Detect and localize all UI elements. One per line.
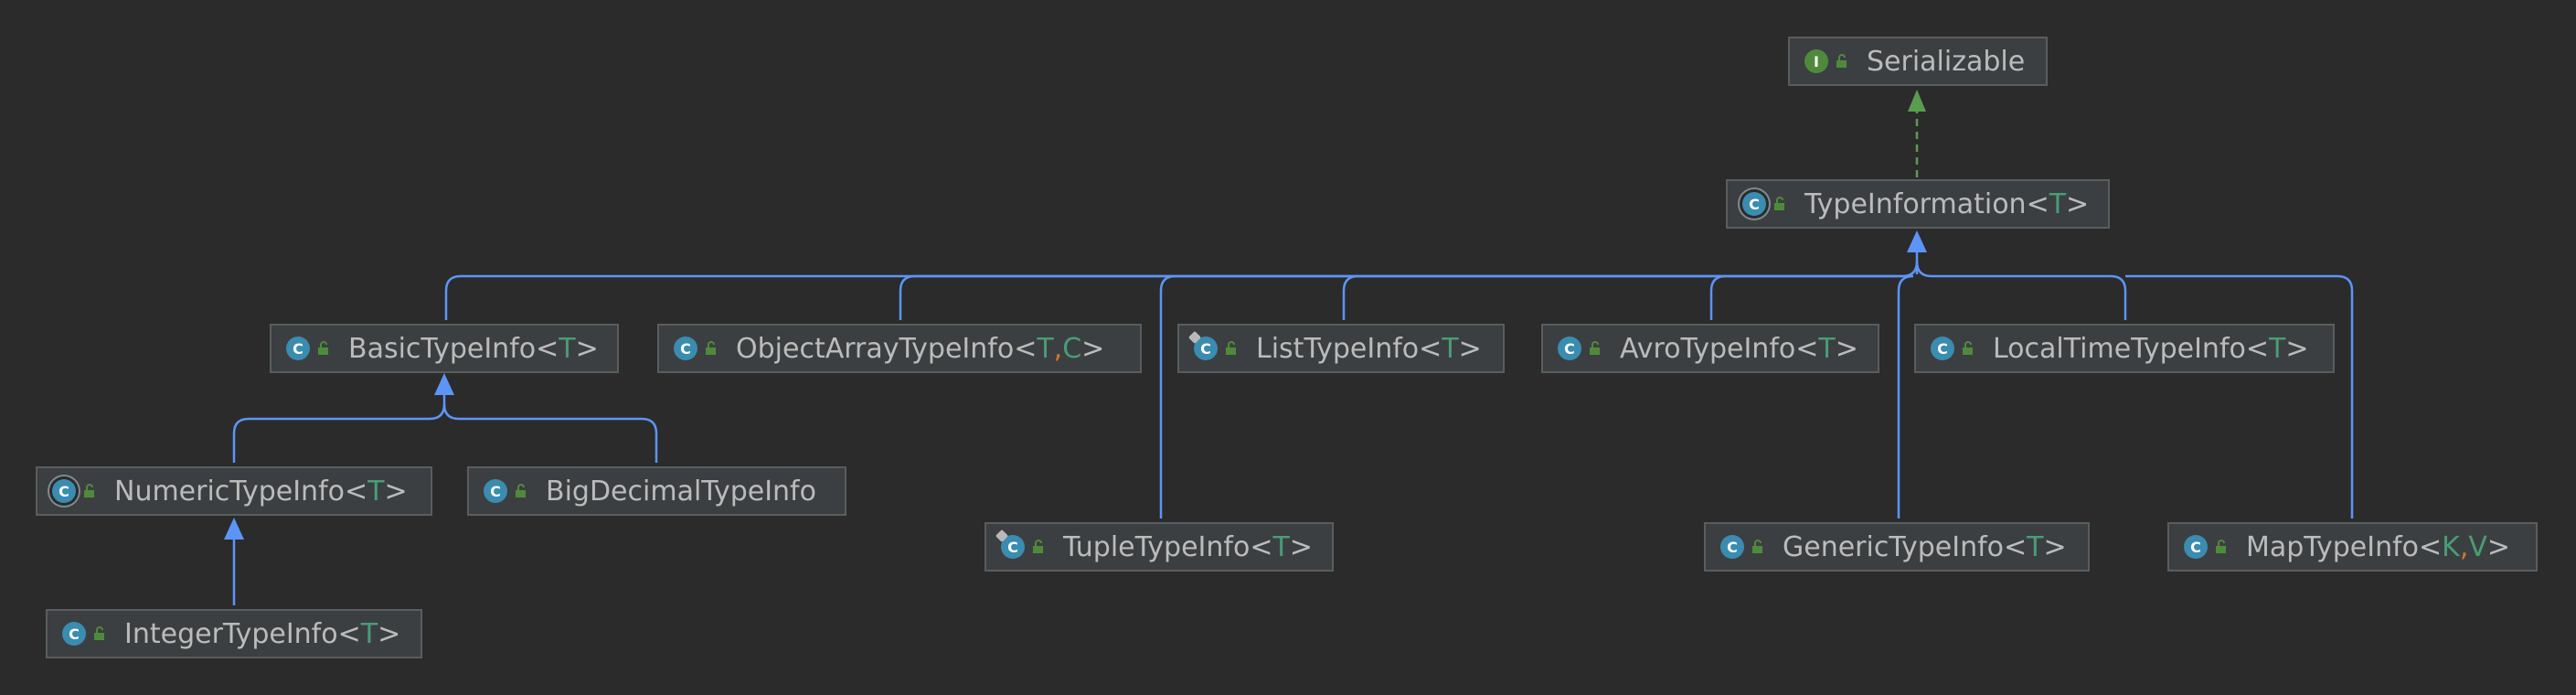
node-list-type-info[interactable]: C ListTypeInfo<T>: [1177, 324, 1505, 373]
type-param: V: [2468, 530, 2487, 563]
edge-implements-serializable: [1908, 90, 1926, 177]
open-lock-icon: [2216, 540, 2226, 553]
node-name: GenericTypeInfo: [1783, 530, 2005, 563]
type-param: C: [1062, 332, 1082, 365]
node-name: TypeInformation: [1804, 187, 2027, 220]
class-icon: C: [286, 337, 310, 360]
node-numeric-type-info[interactable]: C NumericTypeInfo<T>: [36, 466, 432, 516]
node-name: NumericTypeInfo: [114, 475, 345, 508]
node-avro-type-info[interactable]: C AvroTypeInfo<T>: [1541, 324, 1879, 373]
node-name: IntegerTypeInfo: [124, 617, 338, 650]
type-param: T: [2049, 187, 2067, 220]
open-lock-icon: [94, 626, 104, 640]
open-lock-icon: [318, 341, 328, 355]
open-lock-icon: [1226, 341, 1236, 355]
class-icon: C: [2184, 535, 2208, 559]
node-big-decimal-type-info[interactable]: C BigDecimalTypeInfo: [467, 466, 846, 516]
type-param: T: [1818, 332, 1836, 365]
open-lock-icon: [516, 484, 526, 497]
type-param: T: [367, 475, 385, 508]
node-type-information[interactable]: C TypeInformation<T>: [1726, 179, 2110, 229]
arrowhead-numeric-type-info: [224, 518, 244, 540]
edges-extends-type-information: [444, 249, 2354, 519]
open-lock-icon: [84, 484, 94, 497]
node-name: LocalTimeTypeInfo: [1993, 332, 2246, 365]
type-param: T: [1272, 530, 1290, 563]
node-local-time-type-info[interactable]: C LocalTimeTypeInfo<T>: [1914, 324, 2335, 373]
class-icon: C: [1001, 535, 1025, 559]
open-lock-icon: [706, 341, 716, 355]
type-param: T: [2269, 332, 2286, 365]
interface-icon: I: [1804, 49, 1828, 73]
type-param: K: [2442, 530, 2460, 563]
open-lock-icon: [1590, 341, 1600, 355]
arrowhead-basic-type-info: [434, 373, 454, 395]
arrowhead-type-information: [1907, 230, 1927, 252]
open-lock-icon: [1752, 540, 1762, 553]
type-param: T: [559, 332, 576, 365]
open-lock-icon: [1963, 341, 1973, 355]
open-lock-icon: [1836, 54, 1847, 68]
node-serializable[interactable]: I Serializable: [1788, 37, 2048, 86]
node-object-array-type-info[interactable]: C ObjectArrayTypeInfo<T, C>: [657, 324, 1142, 373]
node-tuple-type-info[interactable]: C TupleTypeInfo<T>: [985, 522, 1334, 572]
type-param: T: [360, 617, 378, 650]
node-map-type-info[interactable]: C MapTypeInfo<K, V>: [2167, 522, 2538, 572]
class-icon: C: [1720, 535, 1744, 559]
edges-extends-basic-type-info: [232, 393, 658, 463]
type-param: T: [1037, 332, 1054, 365]
open-lock-icon: [1774, 197, 1784, 210]
node-name: MapTypeInfo: [2246, 530, 2419, 563]
node-name: Serializable: [1867, 45, 2026, 78]
type-param: T: [1442, 332, 1459, 365]
class-icon: C: [484, 479, 507, 503]
node-name: ObjectArrayTypeInfo: [736, 332, 1015, 365]
class-icon: C: [674, 337, 697, 360]
abstract-class-icon: C: [52, 479, 76, 503]
class-icon: C: [62, 622, 86, 646]
type-param: T: [2027, 530, 2044, 563]
node-basic-type-info[interactable]: C BasicTypeInfo<T>: [270, 324, 619, 373]
open-lock-icon: [1033, 540, 1043, 553]
node-integer-type-info[interactable]: C IntegerTypeInfo<T>: [46, 609, 422, 658]
node-name: ListTypeInfo: [1256, 332, 1420, 365]
node-name: BasicTypeInfo: [348, 332, 537, 365]
node-name: AvroTypeInfo: [1620, 332, 1796, 365]
node-name: TupleTypeInfo: [1063, 530, 1251, 563]
class-icon: C: [1558, 337, 1581, 360]
node-name: BigDecimalTypeInfo: [546, 475, 816, 508]
class-icon: C: [1931, 337, 1954, 360]
abstract-class-icon: C: [1742, 192, 1766, 216]
node-generic-type-info[interactable]: C GenericTypeInfo<T>: [1704, 522, 2090, 572]
class-icon: C: [1194, 337, 1218, 360]
